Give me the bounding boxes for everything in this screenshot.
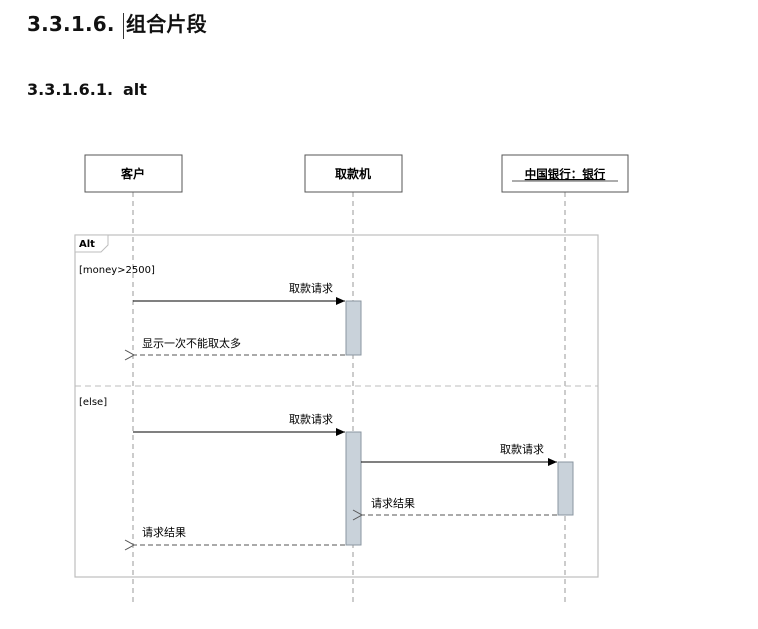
subsection-heading: 3.3.1.6.1. alt [27,80,147,99]
alt-fragment: Alt [money>2500] [else] [74,234,599,578]
message-label: 取款请求 [500,442,544,456]
fragment-operator-label: Alt [79,239,95,250]
message-label: 请求结果 [371,497,415,510]
section-title: 组合片段 [126,12,207,36]
guard-condition-1: [money>2500] [79,265,155,276]
message-result-atm-return: 请求结果 [134,526,345,545]
message-withdraw-request-2: 取款请求 [133,412,345,436]
lifeline-bank: 中国银行：银行 [501,154,629,193]
subsection-title: alt [123,80,147,99]
lifeline-customer-label: 客户 [120,166,145,181]
section-number: 3.3.1.6. [27,12,115,36]
lifeline-bank-label: 中国银行：银行 [525,167,606,181]
message-withdraw-request-bank: 取款请求 [361,442,557,466]
message-label: 取款请求 [289,281,333,295]
activation-bank-1 [557,461,574,516]
activation-atm-1 [345,300,362,356]
message-withdraw-request-1: 取款请求 [133,281,345,305]
message-label: 请求结果 [142,526,186,539]
lifeline-customer: 客户 [84,154,183,193]
message-show-limit-return: 显示一次不能取太多 [134,336,345,355]
activation-atm-2 [345,431,362,546]
subsection-number: 3.3.1.6.1. [27,80,114,99]
text-cursor [123,12,124,39]
message-label: 取款请求 [289,412,333,426]
message-result-bank-return: 请求结果 [362,497,557,515]
lifeline-atm: 取款机 [304,154,403,193]
section-heading: 3.3.1.6. 组合片段 [27,8,207,39]
guard-condition-2: [else] [79,397,107,408]
message-label: 显示一次不能取太多 [142,336,241,350]
lifeline-atm-label: 取款机 [335,166,371,181]
